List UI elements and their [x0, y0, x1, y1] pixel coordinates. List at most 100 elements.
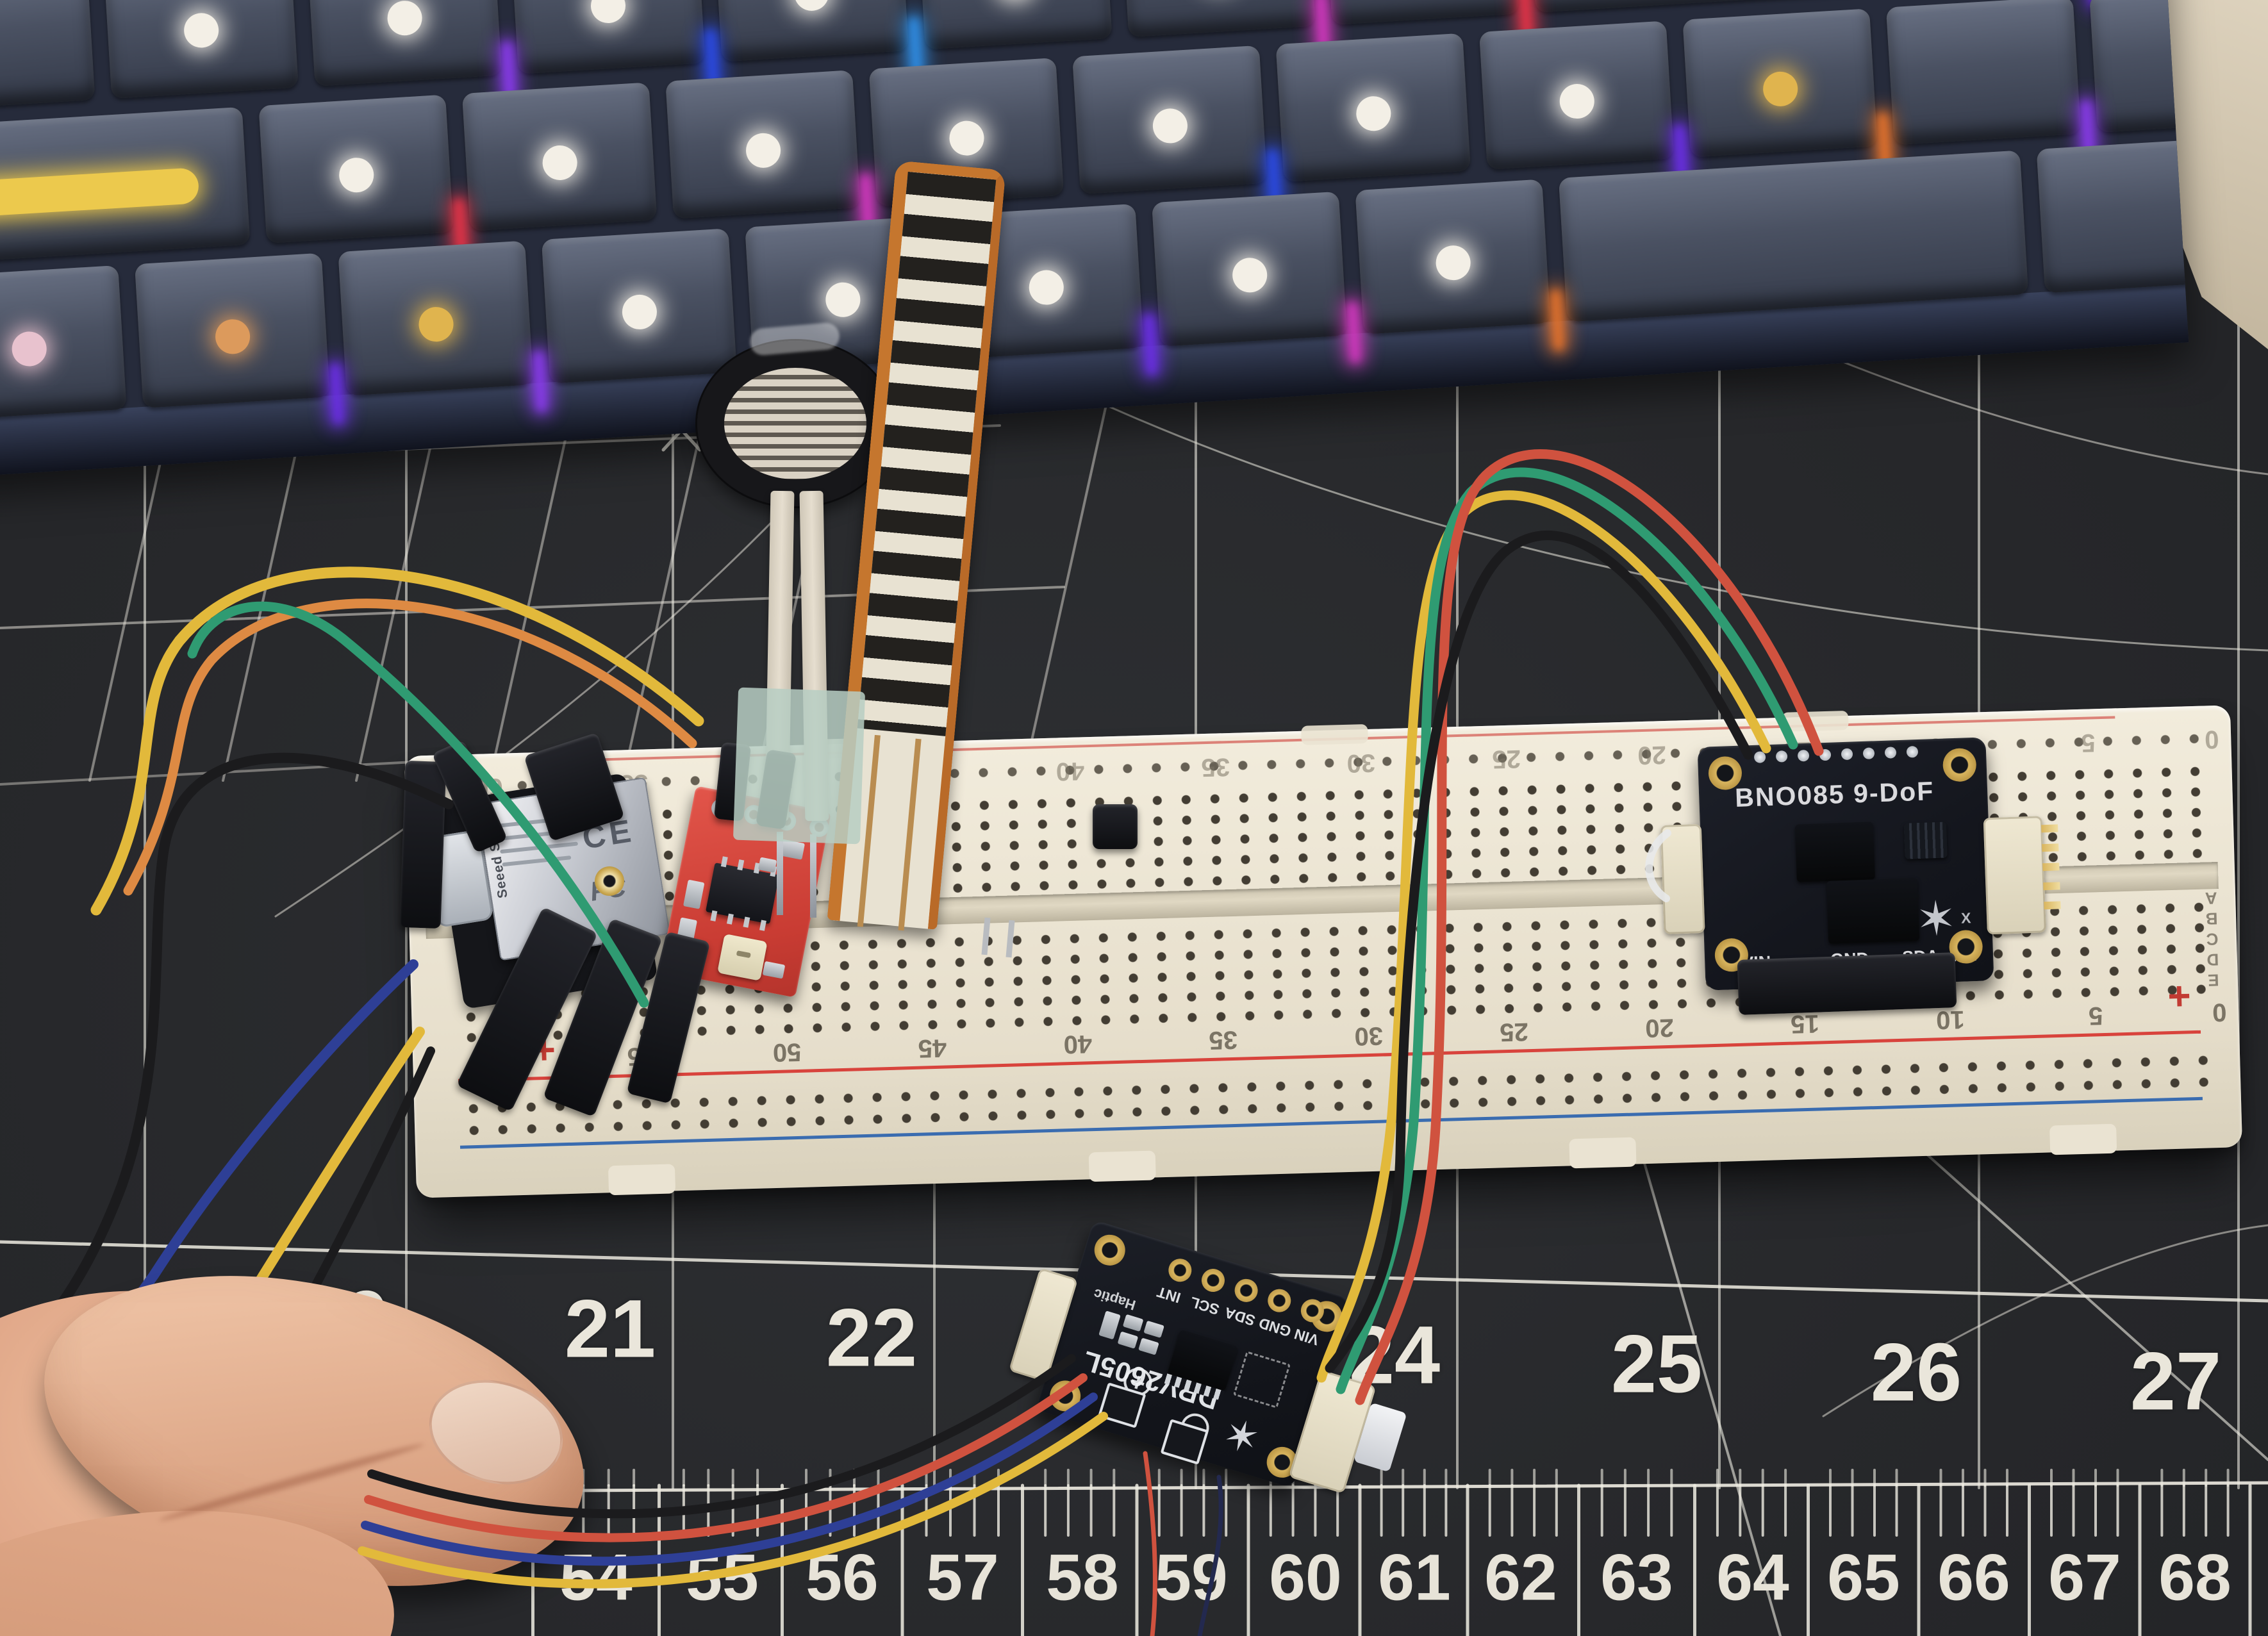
pin-header [1093, 804, 1138, 849]
breadboard-row-letter: B [2205, 909, 2218, 929]
solder-dot [1884, 747, 1897, 759]
breadboard-number: 0 [2212, 998, 2227, 1027]
ruler-number: 63 [1600, 1541, 1673, 1614]
sh-text-line [502, 855, 572, 867]
ruler-number: 61 [1378, 1541, 1451, 1614]
pin-hole [1165, 1255, 1195, 1285]
chip-leg [710, 910, 718, 921]
breadboard-row-letter: D [2206, 950, 2219, 970]
aux-chip [1903, 822, 1948, 859]
flex-trace [898, 738, 922, 931]
ruler-number: 62 [1484, 1541, 1557, 1614]
ruler-number: 56 [806, 1541, 879, 1614]
breadboard-edge-nub [1088, 1150, 1156, 1182]
breadboard-number: 25 [1491, 744, 1521, 774]
ruler-number: 57 [926, 1541, 999, 1614]
breadboard-number: 5 [2088, 1001, 2103, 1030]
imu-chip [1826, 878, 1920, 945]
pin-hole [1232, 1276, 1261, 1305]
breadboard-row-letter: A [2205, 888, 2218, 909]
keycap [2036, 138, 2189, 293]
breadboard-number: 35 [1201, 752, 1230, 782]
solder-dot [1819, 748, 1832, 761]
breadboard-edge-nub [1301, 723, 1368, 745]
silk-box [1233, 1351, 1291, 1409]
pin-header [1737, 952, 1957, 1015]
passive-component [683, 879, 705, 909]
keycap [1120, 0, 1316, 38]
ruler-number: 55 [686, 1541, 759, 1614]
keycap [1558, 150, 2029, 322]
trimpot [717, 933, 768, 981]
mat-number: 26 [1870, 1326, 1962, 1419]
ruler-number: 68 [2158, 1541, 2231, 1614]
breadboard-row-letter: E [2207, 970, 2219, 990]
solder-dot [1775, 750, 1788, 763]
sh-text-line [500, 841, 579, 854]
breadboard-number: 40 [1063, 1029, 1093, 1059]
keycap [917, 0, 1113, 50]
keycap [1323, 0, 1519, 25]
breadboard-number: 40 [1055, 756, 1085, 786]
ruler-number: 64 [1716, 1541, 1789, 1614]
breadboard-plus-mark: + [2167, 973, 2192, 1019]
mat-number: 20 [297, 1274, 390, 1366]
ruler-number: 66 [1937, 1541, 2010, 1614]
ruler-number: 65 [1827, 1541, 1900, 1614]
mat-number: 27 [2130, 1335, 2222, 1428]
jst-pin [2042, 843, 2059, 852]
adafruit-star-logo: ✶ [1218, 1409, 1266, 1465]
keycap [1885, 0, 2082, 145]
mat-number: 25 [1610, 1318, 1703, 1410]
passive-component [762, 961, 786, 979]
axis-label: X [1960, 909, 1971, 927]
breadboard-edge-nub [1569, 1137, 1637, 1169]
breadboard-number: 20 [1637, 740, 1667, 770]
solder-dot [1797, 749, 1810, 762]
pin-hole [1264, 1286, 1294, 1316]
jst-pin [2044, 901, 2061, 910]
pin-header [399, 760, 447, 929]
breadboard-number: 45 [918, 1033, 947, 1063]
ufl-antenna-connector [595, 866, 624, 896]
jst-connector [1983, 816, 2046, 935]
mat-number: 21 [564, 1283, 656, 1375]
chip-leg [726, 913, 734, 925]
drv-pin-label: GND [1257, 1314, 1293, 1341]
breadboard-number: 30 [1346, 748, 1376, 778]
breadboard-number: 20 [1644, 1013, 1675, 1043]
solder-dot [1841, 748, 1853, 761]
imu-chip [1794, 822, 1875, 882]
breadboard-number: 0 [2204, 725, 2220, 754]
mat-number: 22 [825, 1292, 918, 1384]
ruler-number: 54 [559, 1541, 633, 1614]
fsr-pin [810, 834, 816, 918]
ruler-number: 58 [1046, 1541, 1119, 1614]
breadboard-number: 30 [1353, 1021, 1384, 1051]
drv-pin-label: SDA [1222, 1304, 1257, 1330]
keycap [0, 0, 95, 112]
pin-hole [1198, 1266, 1228, 1295]
breadboard-row-letter: C [2206, 929, 2219, 950]
ruler-number: 59 [1155, 1541, 1228, 1614]
mounting-hole [1046, 1376, 1085, 1416]
passive-component [757, 857, 777, 873]
haptic-label: Haptic [1091, 1285, 1138, 1314]
breadboard-edge-nub [608, 1164, 676, 1196]
passive-component [1138, 1337, 1159, 1355]
fsr-mounting-tape [733, 687, 866, 845]
solder-dot [1862, 747, 1875, 759]
mounting-hole [1942, 747, 1977, 782]
solder-dot [1753, 751, 1766, 763]
breadboard-number: 50 [772, 1037, 802, 1067]
mounting-hole [1090, 1230, 1129, 1269]
drv-pin-label: INT [1155, 1283, 1183, 1307]
breadboard-edge-nub [1781, 710, 1849, 732]
jst-pin [2041, 824, 2058, 833]
breadboard-edge-nub [2049, 1123, 2117, 1155]
passive-component [1143, 1320, 1164, 1339]
fsr-pin [777, 832, 783, 915]
jst-pin [2042, 863, 2060, 872]
ruler-number: 67 [2048, 1541, 2121, 1614]
